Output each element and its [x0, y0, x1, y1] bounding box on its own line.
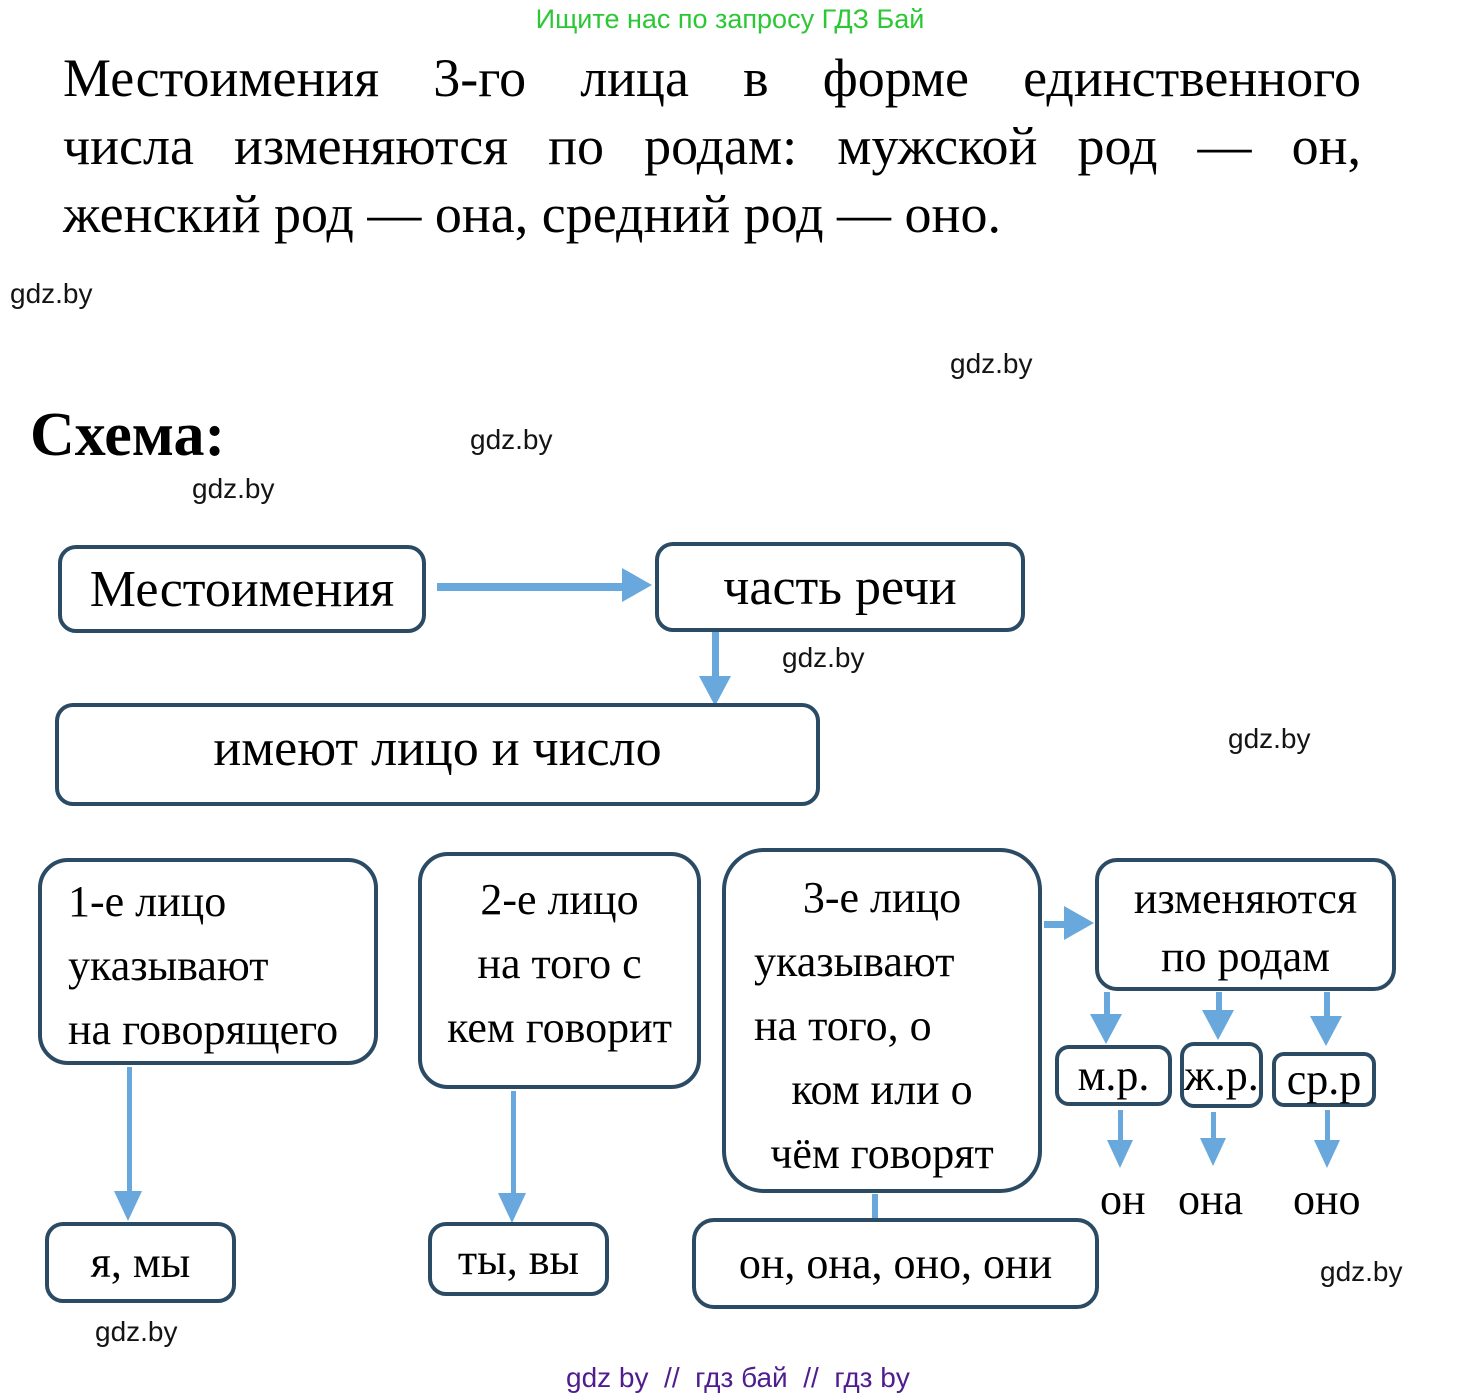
box-part-of-speech: часть речи	[655, 542, 1025, 632]
box-line: указывают	[68, 941, 269, 990]
paragraph-line: числа изменяются по родам: мужской род —…	[63, 116, 1361, 176]
box-line: по родам	[1160, 932, 1331, 981]
box-masculine-abbr: м.р.	[1055, 1045, 1172, 1106]
arrow-line	[1216, 992, 1222, 1014]
footer-site-text: gdz by // гдз бай // гдз by	[566, 1362, 910, 1393]
box-line: на того с	[477, 939, 642, 988]
arrow-head-down-icon	[1200, 1138, 1226, 1166]
arrow-line	[127, 1067, 132, 1195]
arrow-head-down-icon	[1310, 1016, 1342, 1046]
box-have-person-number: имеют лицо и число	[55, 703, 820, 806]
arrow-head-down-icon	[1314, 1140, 1340, 1168]
paragraph-line: женский род — она, средний род — оно.	[63, 184, 1001, 244]
paragraph-line: Местоимения 3-го лица в форме единственн…	[63, 48, 1361, 108]
box-line: 1-е лицо	[68, 877, 227, 926]
box-neuter-abbr: ср.р	[1272, 1052, 1376, 1107]
arrow-head-right-icon	[622, 568, 652, 602]
watermark: gdz.by	[470, 424, 553, 455]
arrow-head-down-icon	[1202, 1010, 1234, 1040]
watermark: gdz.by	[95, 1316, 178, 1347]
arrow-line	[1324, 992, 1330, 1020]
box-change-by-gender: изменяются по родам	[1095, 858, 1396, 991]
arrow-line	[511, 1091, 516, 1197]
watermark: gdz.by	[950, 348, 1033, 379]
box-third-person: 3-е лицо указывают на того, о ком или о …	[722, 848, 1042, 1193]
box-first-person: 1-е лицо указывают на говорящего	[38, 858, 378, 1065]
arrow-line	[437, 583, 629, 591]
box-first-person-examples: я, мы	[45, 1222, 236, 1303]
watermark: gdz.by	[192, 473, 275, 504]
box-second-person: 2-е лицо на того с кем говорит	[418, 852, 701, 1089]
intro-paragraph: Местоимения 3-го лица в форме единственн…	[63, 44, 1361, 248]
box-line: на того, о	[754, 1001, 932, 1050]
watermark: gdz.by	[10, 278, 93, 309]
box-second-person-examples: ты, вы	[428, 1222, 609, 1296]
schema-heading: Схема:	[30, 401, 226, 469]
watermark: gdz.by	[782, 642, 865, 673]
label-masculine-pronoun: он	[1100, 1175, 1146, 1224]
label-neuter-pronoun: оно	[1293, 1175, 1361, 1224]
box-line: 2-е лицо	[480, 875, 639, 924]
box-pronouns: Местоимения	[58, 545, 426, 633]
box-feminine-abbr: ж.р.	[1180, 1042, 1263, 1108]
arrow-head-right-icon	[1064, 906, 1094, 940]
arrow-line	[1104, 992, 1110, 1018]
box-line: кем говорит	[447, 1003, 672, 1052]
box-line: указывают	[754, 937, 955, 986]
arrow-line	[712, 632, 719, 680]
arrow-line	[872, 1194, 878, 1222]
arrow-head-down-icon	[498, 1193, 526, 1223]
box-line: ком или о	[791, 1065, 973, 1114]
arrow-line	[1044, 921, 1072, 928]
arrow-line	[1325, 1110, 1330, 1144]
arrow-head-down-icon	[1090, 1014, 1122, 1044]
box-line: изменяются	[1133, 874, 1358, 923]
arrow-line	[1211, 1112, 1216, 1142]
box-line: 3-е лицо	[802, 873, 962, 922]
watermark: gdz.by	[1320, 1256, 1403, 1287]
arrow-head-down-icon	[699, 676, 731, 706]
box-third-person-examples: он, она, оно, они	[692, 1218, 1099, 1309]
box-line: на говорящего	[68, 1005, 339, 1054]
arrow-line	[1118, 1110, 1123, 1144]
arrow-head-down-icon	[114, 1191, 142, 1221]
watermark: gdz.by	[1228, 723, 1311, 754]
box-line: чём говорят	[770, 1129, 994, 1178]
arrow-head-down-icon	[1107, 1140, 1133, 1168]
promo-banner-text: Ищите нас по запросу ГДЗ Бай	[535, 4, 925, 34]
label-feminine-pronoun: она	[1178, 1175, 1244, 1224]
